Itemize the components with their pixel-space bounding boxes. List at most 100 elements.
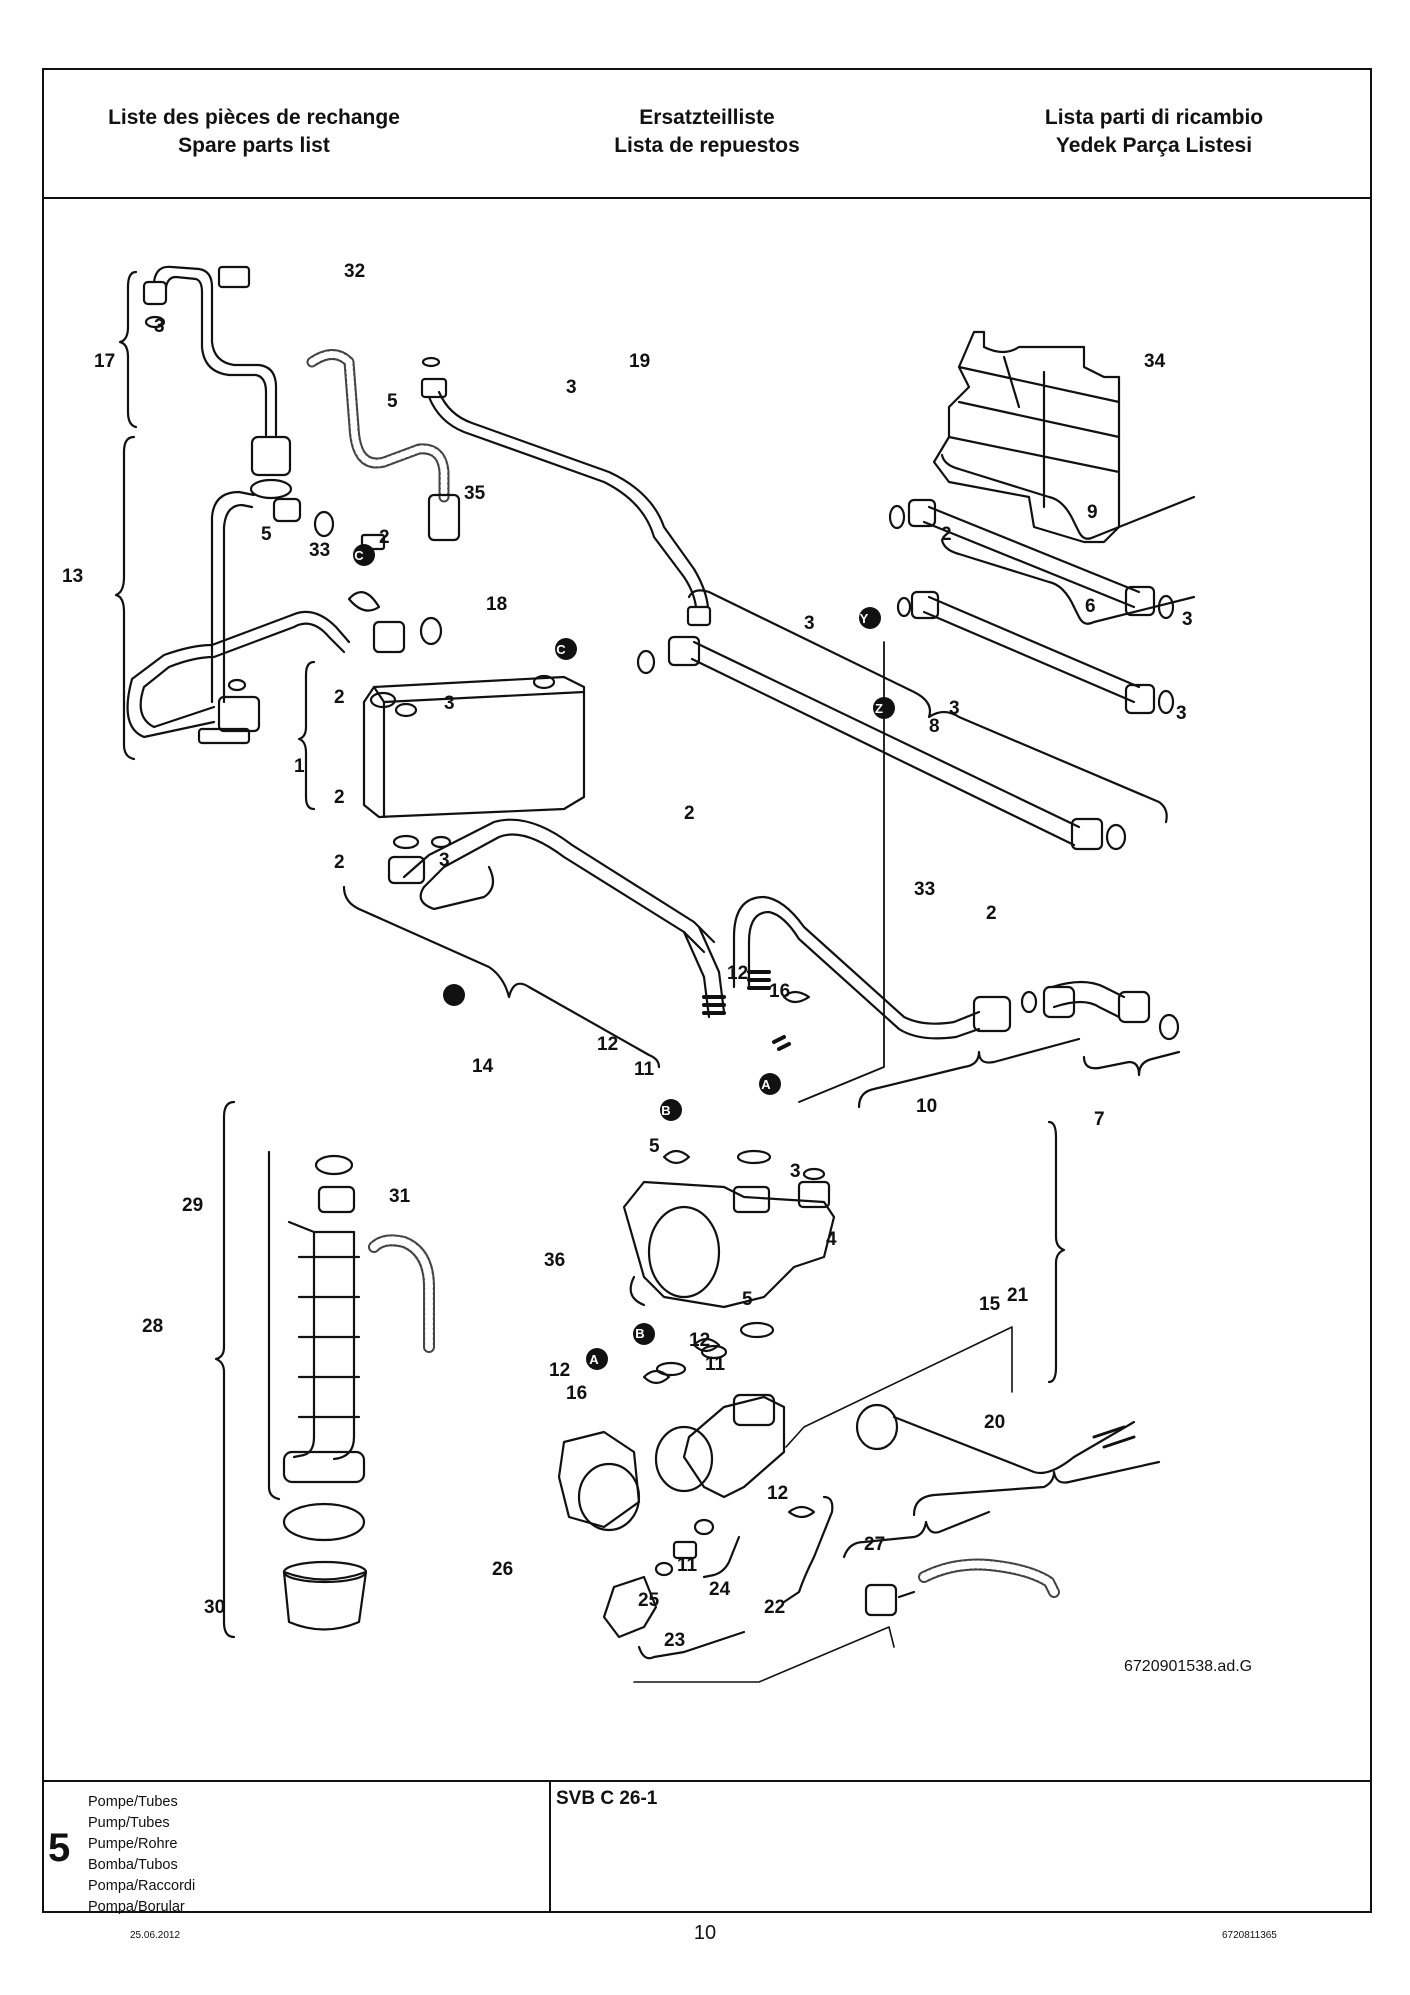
brace-7 (1082, 1050, 1181, 1077)
part-label-21: 21 (1007, 1285, 1029, 1306)
part-label-2: 2 (941, 524, 952, 545)
washer-2-14 (392, 834, 420, 850)
washer-2-10 (1020, 990, 1038, 1014)
part-label-9: 9 (1087, 502, 1098, 523)
housing-port-side (654, 1425, 714, 1493)
pipe-7 (1050, 980, 1126, 1019)
part-label-33: 33 (309, 540, 330, 561)
part-label-28: 28 (142, 1316, 163, 1337)
description-it: Pompa/Raccordi (88, 1878, 196, 1894)
part-label-13: 13 (62, 566, 83, 587)
clip-12-lower-a (642, 1369, 671, 1385)
part-label-2: 2 (334, 687, 345, 708)
washer-5-pump-bottom (739, 1321, 775, 1339)
header-title-fr: Liste des pièces de rechange (108, 106, 400, 129)
cup-30 (282, 1570, 368, 1631)
motor-cover-26 (557, 1430, 641, 1529)
part-label-b: B (661, 1103, 670, 1118)
hose-31-ribs (370, 1236, 433, 1351)
pipe-8 (690, 640, 1081, 847)
washer-2-13 (227, 678, 247, 692)
part-label-33: 33 (914, 879, 935, 900)
figure-code: 6720901538.ad.G (1124, 1658, 1253, 1675)
part-label-2: 2 (330, 865, 337, 880)
header-title-en: Spare parts list (178, 134, 330, 157)
part-label-25: 25 (638, 1590, 660, 1611)
part-label-29: 29 (182, 1195, 203, 1216)
marker-b-upper (660, 1099, 682, 1121)
marker-a-lower (586, 1348, 608, 1370)
part-label-2: 2 (986, 903, 997, 924)
part-34 (932, 330, 1121, 544)
nut-9-right (1124, 585, 1156, 617)
washer-5-top (249, 478, 293, 500)
part-label-20: 20 (984, 1412, 1005, 1433)
pipe-10-inner (747, 910, 981, 1040)
part-label-a: A (589, 1352, 599, 1367)
pipe-14-outer (402, 818, 716, 944)
nut-6-right (1124, 683, 1156, 715)
part-label-32: 32 (344, 261, 365, 282)
part-label-3: 3 (444, 693, 455, 714)
part-label-2: 2 (334, 787, 345, 808)
nut-8-right (1070, 817, 1104, 851)
part-label-34: 34 (1144, 351, 1166, 372)
part-label-5: 5 (387, 391, 398, 412)
leader-3-pump (798, 641, 885, 1103)
flex-hose-ribs (308, 351, 448, 501)
brace-29 (267, 1150, 281, 1501)
nut-7-right (1117, 990, 1151, 1024)
heat-exchanger-1 (362, 675, 586, 819)
part-label-19: 19 (629, 351, 650, 372)
part-label-y: Y (860, 611, 869, 626)
pump-body (622, 1180, 836, 1309)
part-label-12: 12 (689, 1330, 710, 1351)
diagram-canvas: 3231719334513533352CC189Y233Z36232281323… (62, 261, 1196, 1683)
section-number: 5 (48, 1826, 71, 1870)
page-number: 10 (693, 1922, 717, 1944)
brace-1 (297, 660, 316, 811)
brace-13 (114, 435, 136, 761)
reference-markers (353, 544, 895, 1370)
pipe-17-inner (164, 275, 268, 437)
housing-port-top (732, 1393, 776, 1427)
marker-x (443, 984, 465, 1006)
part-label-5: 5 (649, 1136, 660, 1157)
washer-2-7 (1158, 1013, 1180, 1041)
nut-19 (420, 377, 448, 399)
part-label-6: 6 (1085, 596, 1096, 617)
oring-25 (654, 1561, 674, 1577)
cup-30-rim (282, 1560, 368, 1584)
hose-27-ribs (920, 1560, 1058, 1596)
body-29 (287, 1220, 356, 1461)
washer-2-33 (419, 616, 443, 646)
diagram-artwork (114, 265, 1196, 1683)
pump-inlet (797, 1180, 831, 1209)
washer-3-19 (421, 356, 441, 368)
part-label-11: 11 (705, 1354, 726, 1375)
header-title-de: Ersatzteilliste (639, 106, 775, 129)
part-label-3: 3 (566, 377, 577, 398)
washer-3-9 (1157, 594, 1175, 620)
nut-6-left (910, 590, 940, 620)
part-label-15: 15 (979, 1294, 1001, 1315)
brace-23 (637, 1630, 746, 1660)
oring-29-bottom (282, 1502, 366, 1542)
part-label-c: C (354, 548, 364, 563)
ribs-14 (702, 995, 726, 1015)
marker-c-left (353, 544, 375, 566)
header-title-es: Lista de repuestos (614, 134, 800, 157)
part-label-3: 3 (439, 850, 450, 871)
motor-cover-26-face (577, 1462, 641, 1532)
valve-18 (427, 493, 461, 542)
pipe-10 (732, 895, 981, 1025)
washer-3-pump (802, 1167, 826, 1181)
part-label-12: 12 (549, 1360, 570, 1381)
part-label-b: B (635, 1326, 644, 1341)
part-label-3: 3 (790, 1161, 801, 1182)
nut-14 (387, 855, 426, 885)
brace-24 (702, 1535, 741, 1579)
part-label-31: 31 (389, 1186, 411, 1207)
fitting-27 (864, 1583, 898, 1617)
washer-3-14 (430, 835, 452, 849)
